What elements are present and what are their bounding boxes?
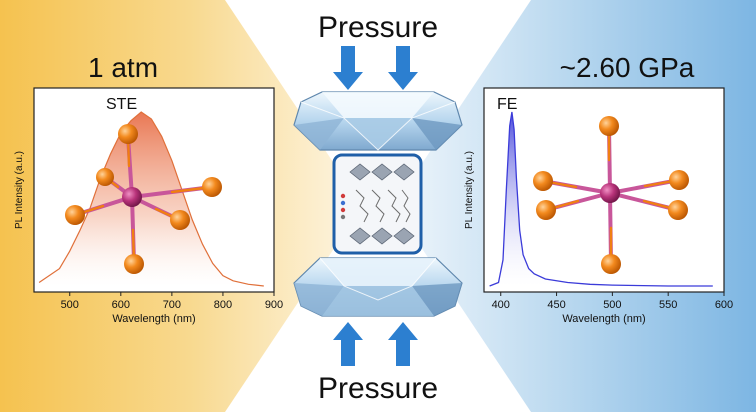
left-condition-label: 1 atm: [88, 52, 158, 83]
down-arrow-icon: [388, 46, 418, 90]
bottom-diamond-anvil: [293, 257, 463, 317]
left-y-axis-label: PL Intensity (a.u.): [14, 151, 25, 229]
fe-emission-curve: [489, 111, 713, 287]
left-x-tick-label: 900: [265, 299, 283, 311]
left-x-tick-label: 800: [214, 299, 232, 311]
left-x-tick-label: 500: [61, 299, 79, 311]
right-x-tick-label: 450: [547, 299, 565, 311]
right-y-axis-label: PL Intensity (a.u.): [464, 151, 475, 229]
pressure-top-label: Pressure: [318, 11, 438, 44]
right-x-tick-label: 500: [603, 299, 621, 311]
distorted-octahedron-icon: [65, 124, 222, 274]
right-x-tick-label: 400: [492, 299, 510, 311]
ste-label: STE: [106, 96, 137, 113]
fe-label: FE: [497, 96, 517, 113]
right-spectrum-chart: 400 450 500 550 600 Wavelength (nm) PL Inten…: [464, 87, 733, 325]
right-condition-label: ~2.60 GPa: [560, 52, 695, 83]
top-diamond-anvil: [293, 91, 463, 151]
down-arrow-icon: [333, 46, 363, 90]
regular-octahedron-icon: [533, 116, 689, 274]
ste-emission-curve: [38, 111, 264, 287]
left-x-ticks: 500 600 700 800 900: [61, 292, 283, 311]
left-spectrum-chart: 500 600 700 800 900 Wavelength (nm) PL Inten…: [14, 87, 283, 325]
pressure-bottom-label: Pressure: [318, 372, 438, 405]
left-x-tick-label: 700: [163, 299, 181, 311]
crystal-structure-inset: [332, 153, 423, 255]
ste-emission-band: [39, 112, 264, 286]
pressure-arrows: [333, 46, 418, 366]
right-x-tick-label: 600: [715, 299, 733, 311]
left-x-tick-label: 600: [112, 299, 130, 311]
right-x-axis-label: Wavelength (nm): [562, 313, 645, 325]
up-arrow-icon: [333, 322, 363, 366]
left-x-axis-label: Wavelength (nm): [112, 313, 195, 325]
fe-emission-band: [489, 112, 713, 286]
up-arrow-icon: [388, 322, 418, 366]
right-x-tick-label: 550: [659, 299, 677, 311]
right-x-ticks: 400 450 500 550 600: [492, 292, 733, 311]
